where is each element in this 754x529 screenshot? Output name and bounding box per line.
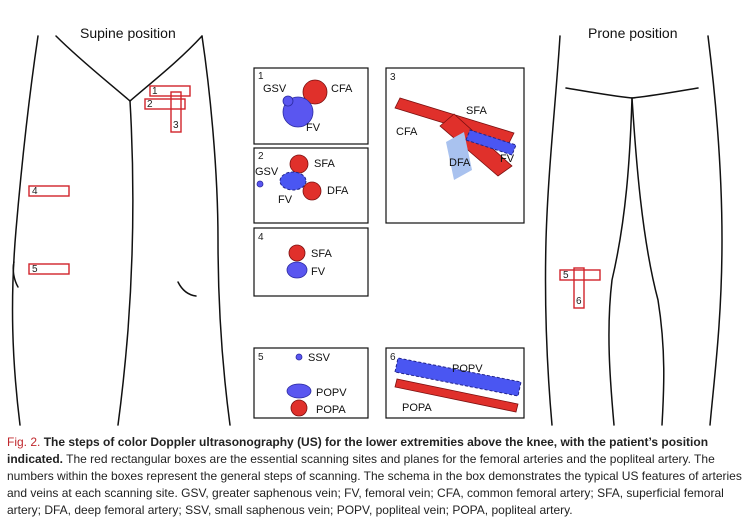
panel-6: 6 POPV POPA bbox=[385, 347, 525, 419]
site-box-1 bbox=[149, 85, 191, 97]
panel-3-fv: FV bbox=[500, 153, 515, 165]
site-label-3: 3 bbox=[173, 120, 179, 131]
panel-4-number: 4 bbox=[258, 232, 264, 243]
caption-body: The red rectangular boxes are the essent… bbox=[7, 452, 742, 517]
panel-3: 3 SFA CFA DFA FV bbox=[385, 67, 525, 224]
prone-title: Prone position bbox=[588, 25, 678, 41]
panel-2-number: 2 bbox=[258, 151, 264, 162]
site-box-5 bbox=[28, 263, 70, 275]
prone-site-label-6: 6 bbox=[576, 296, 582, 307]
panel-1-fv: FV bbox=[306, 122, 321, 134]
site-label-2: 2 bbox=[147, 99, 153, 110]
figure-number: Fig. 2. bbox=[7, 435, 41, 449]
caption-lead: The steps of color Doppler ultrasonograp… bbox=[7, 435, 709, 466]
panel-5-popa: POPA bbox=[316, 404, 346, 416]
supine-title: Supine position bbox=[80, 25, 176, 41]
panel-6-popv: POPV bbox=[452, 363, 483, 375]
panel-2-sfa: SFA bbox=[314, 158, 335, 170]
site-label-4: 4 bbox=[32, 186, 38, 197]
panel-5-popv: POPV bbox=[316, 387, 347, 399]
panel-5-number: 5 bbox=[258, 352, 264, 363]
panel-5: 5 SSV POPV POPA bbox=[253, 347, 369, 419]
prone-legs: Prone position 5 6 bbox=[544, 25, 723, 426]
panel-4-sfa: SFA bbox=[311, 248, 332, 260]
panel-1-gsv: GSV bbox=[263, 83, 287, 95]
panel-2-dfa: DFA bbox=[327, 185, 349, 197]
panel-2-fv: FV bbox=[278, 194, 293, 206]
panel-5-ssv: SSV bbox=[308, 352, 331, 364]
panel-1-cfa: CFA bbox=[331, 83, 353, 95]
supine-legs: Supine position 1 2 3 4 5 bbox=[11, 25, 231, 426]
panel-1: 1 GSV CFA FV bbox=[253, 67, 369, 145]
panel-1-number: 1 bbox=[258, 71, 264, 82]
panel-3-dfa: DFA bbox=[449, 157, 471, 169]
panel-3-cfa: CFA bbox=[396, 126, 418, 138]
panel-2-gsv: GSV bbox=[255, 166, 279, 178]
panel-3-sfa: SFA bbox=[466, 105, 487, 117]
doppler-figure: Supine position 1 2 3 4 5 Prone position… bbox=[11, 25, 723, 426]
panel-6-number: 6 bbox=[390, 352, 396, 363]
site-label-1: 1 bbox=[152, 86, 158, 97]
panel-4: 4 SFA FV bbox=[253, 227, 369, 297]
site-box-2 bbox=[144, 98, 186, 110]
prone-site-box-6 bbox=[573, 267, 585, 309]
panel-2: 2 GSV SFA FV DFA bbox=[253, 147, 369, 224]
panel-6-popa: POPA bbox=[402, 402, 432, 414]
site-box-3 bbox=[170, 91, 182, 133]
panel-3-number: 3 bbox=[390, 72, 396, 83]
figure-caption: Fig. 2. The steps of color Doppler ultra… bbox=[7, 434, 749, 519]
site-box-4 bbox=[28, 185, 70, 197]
prone-site-label-5: 5 bbox=[563, 270, 569, 281]
prone-site-box-5 bbox=[559, 269, 601, 281]
site-label-5: 5 bbox=[32, 264, 38, 275]
panel-4-fv: FV bbox=[311, 266, 326, 278]
